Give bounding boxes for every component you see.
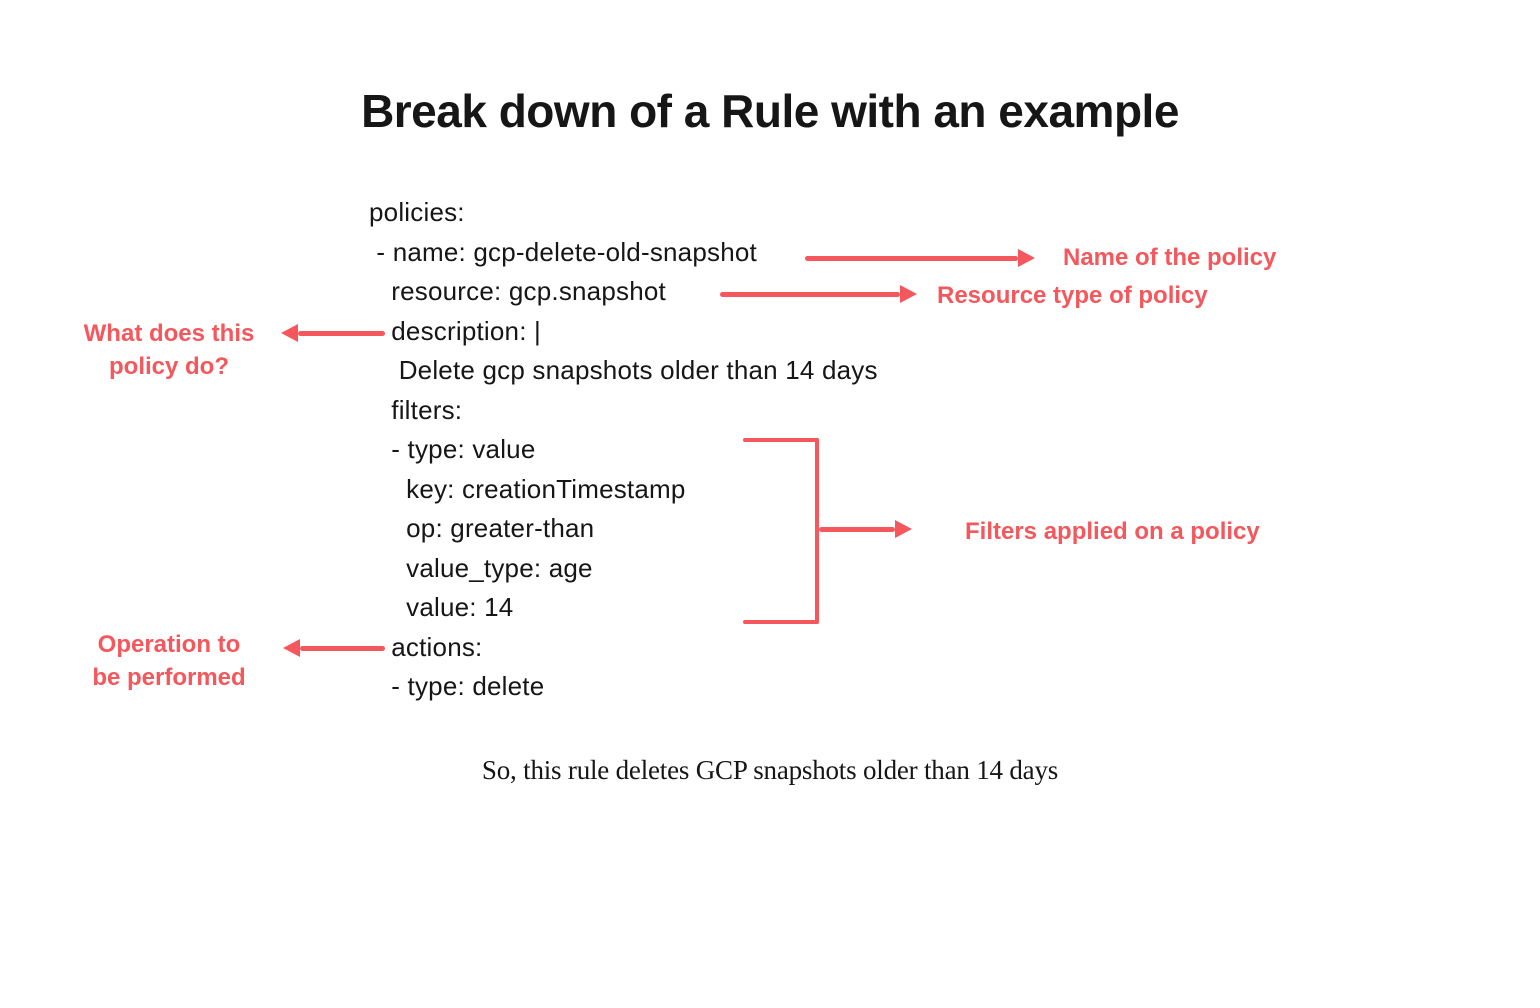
yaml-line-filter-value: value: 14: [369, 592, 514, 622]
yaml-line-filters: filters:: [369, 394, 463, 425]
filters-arrow: [819, 519, 912, 539]
arrow-right-icon: [900, 285, 917, 303]
operation-label: Operation to be performed: [59, 628, 279, 694]
arrow-left-icon: [283, 639, 300, 657]
filters-bracket-top-line: [743, 438, 819, 442]
yaml-line-actions: actions:: [369, 631, 483, 662]
policy-description-label: What does this policy do?: [59, 317, 279, 383]
arrow-shaft: [300, 645, 385, 651]
yaml-line-policies: policies:: [369, 197, 465, 227]
yaml-line-description: description: |: [369, 315, 542, 346]
yaml-line-action-type: - type: delete: [369, 671, 545, 701]
filters-bracket-vertical-line: [815, 438, 819, 624]
arrow-shaft: [819, 526, 895, 532]
actions-arrow: [283, 638, 385, 658]
yaml-line-filter-key: key: creationTimestamp: [369, 473, 686, 504]
yaml-line-filter-op: op: greater-than: [369, 513, 595, 543]
arrow-right-icon: [895, 520, 912, 538]
name-policy-arrow: [805, 248, 1035, 268]
summary-text: So, this rule deletes GCP snapshots olde…: [481, 755, 1059, 785]
page-title: Break down of a Rule with an example: [361, 85, 1179, 137]
arrow-shaft: [298, 330, 385, 336]
resource-type-arrow: [720, 284, 917, 304]
filters-bracket-bottom-line: [743, 620, 819, 624]
filters-label: Filters applied on a policy: [965, 518, 1260, 545]
yaml-line-filter-value-type: value_type: age: [369, 552, 593, 583]
yaml-line-name: - name: gcp-delete-old-snapshot: [369, 236, 757, 267]
arrow-shaft: [720, 291, 900, 297]
arrow-shaft: [805, 255, 1018, 261]
operation-label-line2: be performed: [92, 664, 246, 691]
policy-description-label-line1: What does this: [83, 320, 255, 347]
arrow-right-icon: [1018, 249, 1035, 267]
yaml-line-filter-type: - type: value: [369, 434, 536, 464]
policy-description-label-line2: policy do?: [109, 353, 229, 380]
arrow-left-icon: [281, 324, 298, 342]
yaml-line-description-text: Delete gcp snapshots older than 14 days: [369, 355, 878, 385]
yaml-line-resource: resource: gcp.snapshot: [369, 276, 666, 306]
operation-label-line1: Operation to: [97, 631, 241, 658]
yaml-code-block: policies: - name: gcp-delete-old-snapsho…: [369, 193, 878, 707]
description-arrow: [281, 323, 385, 343]
resource-type-label: Resource type of policy: [937, 282, 1208, 309]
name-policy-label: Name of the policy: [1063, 244, 1277, 271]
